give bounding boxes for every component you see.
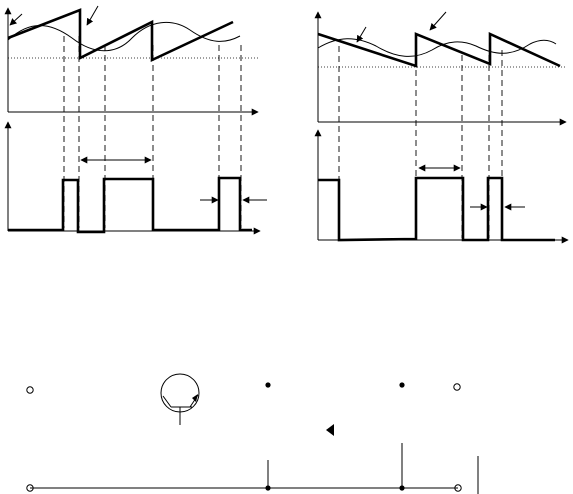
right-bottom-axes	[314, 129, 569, 244]
left-panel	[4, 5, 267, 235]
circuit-fragment	[26, 373, 479, 494]
terminal-top-right	[453, 383, 461, 391]
transistor-symbol	[160, 373, 200, 425]
left-pwm-pulse-train	[8, 176, 252, 234]
right-pointer-arrow-1	[356, 26, 367, 43]
terminal-top-left	[26, 386, 34, 394]
right-pwm-pulse-train	[318, 176, 555, 242]
node-dot-bottom-2	[399, 485, 405, 491]
right-panel	[314, 11, 569, 244]
node-dot-top-1	[265, 382, 271, 388]
node-dot-top-2	[399, 382, 405, 388]
right-pointer-arrow-2	[429, 11, 447, 31]
left-sawtooth-carrier	[7, 8, 234, 63]
right-sawtooth-carrier	[317, 31, 561, 68]
left-top-axes	[4, 7, 259, 116]
direction-arrowhead	[326, 424, 334, 436]
left-pointer-arrow-2	[86, 5, 99, 26]
left-pointer-arrow-1	[9, 13, 23, 26]
left-bottom-axes	[4, 121, 261, 235]
node-dot-bottom-1	[265, 485, 271, 491]
right-projection-lines	[338, 46, 503, 238]
right-modulating-wave	[317, 38, 557, 57]
